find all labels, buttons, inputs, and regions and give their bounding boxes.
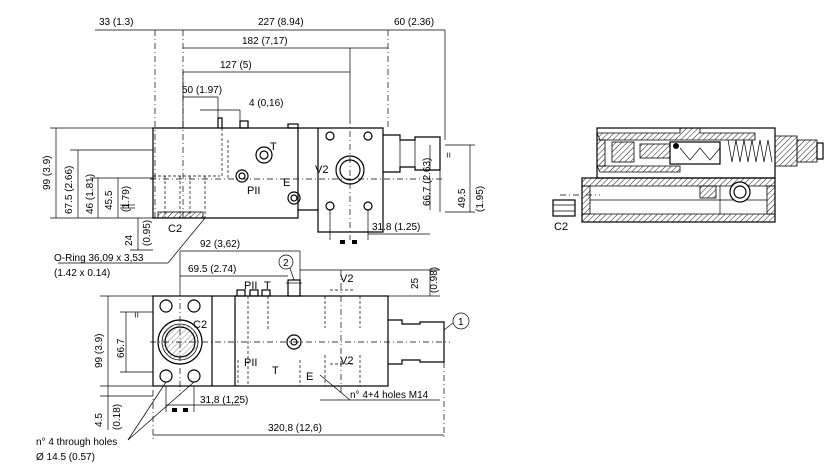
top-view xyxy=(50,29,475,251)
dim-227: 227 (8.94) xyxy=(258,17,304,28)
dim-69-5: 69.5 (2.74) xyxy=(188,264,236,275)
callout-2: 2 xyxy=(283,258,289,269)
port-c2-section: C2 xyxy=(554,221,568,233)
dim-31-8-top: 31.8 (1.25) xyxy=(372,222,420,233)
port-v2-top: V2 xyxy=(315,164,328,176)
dim-49-5-in: (1.95) xyxy=(475,186,486,212)
dim-24: 24 xyxy=(124,234,135,246)
dim-4-5-in: (0.18) xyxy=(112,404,123,430)
through-holes-note: n° 4 through holes xyxy=(36,437,117,448)
eq-top-right: = xyxy=(444,152,455,158)
dim-66-7: 66.7 (2.63) xyxy=(422,158,433,206)
dim-320-8: 320,8 (12,6) xyxy=(268,423,322,434)
port-e-front: E xyxy=(306,371,313,383)
dim-66-7-front: 66.7 xyxy=(116,338,127,358)
port-t-front-top: T xyxy=(264,280,271,292)
dim-4-5: 4.5 xyxy=(94,413,105,427)
dim-182: 182 (7,17) xyxy=(242,36,288,47)
callout-1: 1 xyxy=(458,317,464,328)
front-view xyxy=(100,250,470,441)
port-pii-front-top: PII xyxy=(244,280,257,292)
dim-31-8-front: 31,8 (1,25) xyxy=(200,395,248,406)
port-e-top: E xyxy=(283,177,290,189)
port-v2-front-bottom: V2 xyxy=(340,355,353,367)
dim-60: 60 (2.36) xyxy=(394,17,434,28)
dim-127: 127 (5) xyxy=(220,60,252,71)
dim-67-5: 67.5 (2.66) xyxy=(64,166,75,214)
through-holes-diameter: Ø 14.5 (0.57) xyxy=(36,452,95,463)
port-t-front-bottom: T xyxy=(272,365,279,377)
dim-45-5-in: (1.79) xyxy=(121,186,132,212)
dim-46: 46 (1.81) xyxy=(85,174,96,214)
dim-99-front: 99 (3.9) xyxy=(94,334,105,368)
dim-33: 33 (1.3) xyxy=(99,17,133,28)
dim-24-in: (0.95) xyxy=(142,220,153,246)
port-c2-front: C2 xyxy=(193,319,207,331)
port-pii-front-bottom: PII xyxy=(244,357,257,369)
dim-45-5: 45.5 xyxy=(104,190,115,210)
dim-49-5: 49.5 xyxy=(457,188,468,208)
holes-m14-note: n° 4+4 holes M14 xyxy=(350,390,429,401)
port-v2-front-top: V2 xyxy=(340,273,353,285)
dim-4: 4 (0,16) xyxy=(249,98,283,109)
oring-spec: O-Ring 36,09 x 3,53 xyxy=(54,253,144,264)
dim-25: 25 xyxy=(410,277,421,289)
dim-99: 99 (3.9) xyxy=(42,156,53,190)
port-pii-top: PII xyxy=(247,185,260,197)
section-view xyxy=(552,127,824,223)
dim-50: 50 (1.97) xyxy=(182,85,222,96)
port-t-top: T xyxy=(270,141,277,153)
port-c2-top: C2 xyxy=(168,223,182,235)
eq-front-left: = xyxy=(132,312,143,318)
oring-spec-inch: (1.42 x 0.14) xyxy=(54,268,110,279)
dim-92: 92 (3,62) xyxy=(200,239,240,250)
dim-25-in: (0.98) xyxy=(429,267,440,293)
